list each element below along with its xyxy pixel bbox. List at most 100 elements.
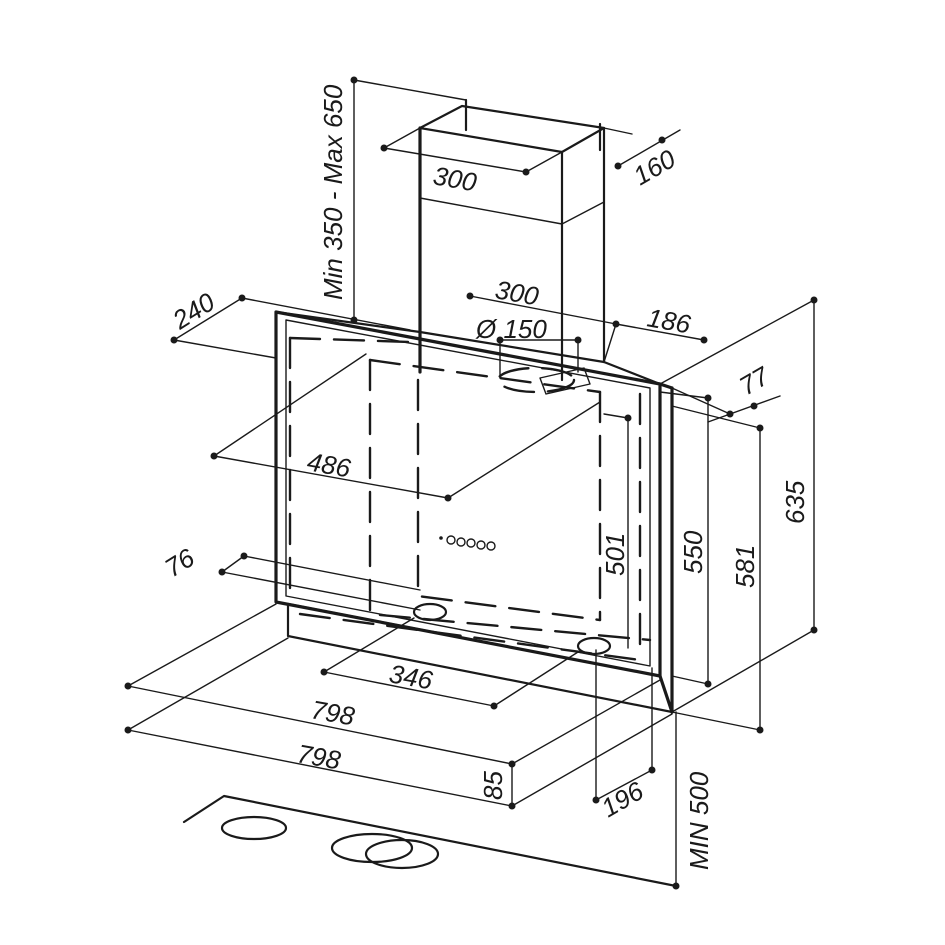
dash-inner-left (368, 358, 652, 642)
label-76: 76 (159, 542, 200, 583)
label-outlet-diameter: Ø 150 (475, 314, 547, 344)
button-icon (486, 541, 496, 551)
dim-798-b-right-ext (511, 713, 673, 807)
endpoint-dot (624, 414, 632, 422)
endpoint-dot (756, 726, 764, 734)
endpoint-dot (508, 760, 516, 768)
button-icon (476, 540, 486, 550)
dimension-labels: Min 350 - Max 650 300 160 240 300 186 Ø … (159, 84, 810, 870)
hood-top-back-left (274, 310, 422, 334)
burner-left-icon (220, 815, 288, 841)
label-85: 85 (478, 771, 508, 800)
endpoint-dot (380, 144, 388, 152)
outlet-circle-hidden (496, 366, 576, 394)
dim-486-right-ext (447, 401, 601, 499)
label-min-500: MIN 500 (684, 771, 714, 870)
button-dot-icon (439, 536, 443, 540)
label-186: 186 (645, 302, 693, 339)
endpoint-dot (350, 316, 358, 324)
lights (412, 602, 612, 656)
endpoint-dot (810, 626, 818, 634)
cooktop (182, 794, 678, 888)
label-chimney-depth: 160 (628, 143, 681, 191)
light-left-icon (412, 602, 448, 622)
dim-chimney-width-line (383, 147, 527, 173)
endpoint-dot (704, 394, 712, 402)
endpoint-dot (700, 336, 708, 344)
button-icon (456, 537, 466, 547)
hood-body (274, 310, 674, 714)
glass-panel-inner (285, 319, 651, 667)
endpoint-dot (240, 552, 248, 560)
cooktop-outline (182, 794, 678, 888)
label-635: 635 (780, 480, 810, 524)
dash-inner-top (368, 358, 602, 394)
light-right-icon (576, 636, 612, 656)
dim-486-left-ext (213, 353, 367, 457)
endpoint-dot (614, 162, 622, 170)
label-798-b: 798 (295, 738, 343, 775)
button-icon (466, 538, 476, 548)
dim-240-extension (241, 297, 411, 331)
hood-top-back (418, 330, 606, 364)
label-501: 501 (600, 533, 630, 576)
endpoint-dot (574, 336, 582, 344)
label-550: 550 (678, 530, 708, 574)
glass-panel-outline (274, 310, 662, 678)
endpoint-dot (350, 76, 358, 84)
hood-top-back-right (602, 360, 662, 386)
endpoint-dot (124, 682, 132, 690)
label-196: 196 (596, 775, 649, 823)
panel-side-top (658, 382, 674, 390)
dim-extension-line (525, 151, 563, 173)
endpoint-dot (592, 796, 600, 804)
dim-77-line (707, 395, 781, 423)
burner-middle-icon (330, 832, 414, 864)
dim-196-line (595, 769, 653, 801)
endpoint-dot (756, 424, 764, 432)
endpoint-dot (612, 320, 620, 328)
dim-240-line (173, 297, 243, 341)
control-buttons (439, 535, 496, 551)
label-798-a: 798 (309, 694, 357, 731)
dim-635-top-ext (659, 299, 815, 385)
endpoint-dot (238, 294, 246, 302)
endpoint-dot (170, 336, 178, 344)
burner-right-icon (364, 838, 440, 870)
endpoint-dot (522, 168, 530, 176)
dim-798-b-line (127, 729, 513, 807)
hidden-lines (288, 336, 652, 662)
button-icon (446, 535, 456, 545)
endpoint-dot (490, 702, 498, 710)
dim-extension-line (603, 127, 633, 135)
chimney-top (418, 104, 606, 154)
endpoint-dot (444, 494, 452, 502)
dim-581-top-ext (671, 405, 761, 429)
endpoint-dot (672, 882, 680, 890)
endpoint-dot (466, 292, 474, 300)
dimension-lines (127, 79, 815, 887)
label-chimney-height: Min 350 - Max 650 (318, 84, 348, 300)
dim-186-line (615, 323, 705, 341)
chimney-joint-line (419, 197, 563, 225)
endpoint-dot (810, 296, 818, 304)
label-chimney-width: 300 (431, 160, 479, 197)
dim-550-bottom-ext (671, 675, 709, 685)
dim-extension-line (603, 323, 617, 363)
dim-76-ext (221, 555, 245, 573)
dim-240-extension-low (173, 339, 277, 359)
endpoint-dot (726, 410, 734, 418)
label-hood-top-300: 300 (493, 274, 541, 311)
dim-550-top-ext (659, 391, 709, 399)
dim-300-line (469, 295, 617, 325)
dim-77-ext (671, 387, 731, 415)
dim-798-a-line (127, 685, 513, 765)
dim-extension-line (353, 79, 467, 101)
dash-top-left (288, 336, 412, 344)
dim-798-a-right-ext (511, 679, 661, 765)
endpoint-dot (648, 766, 656, 774)
dim-76-line-bottom (221, 571, 421, 611)
endpoint-dot (210, 452, 218, 460)
label-486: 486 (305, 446, 353, 483)
